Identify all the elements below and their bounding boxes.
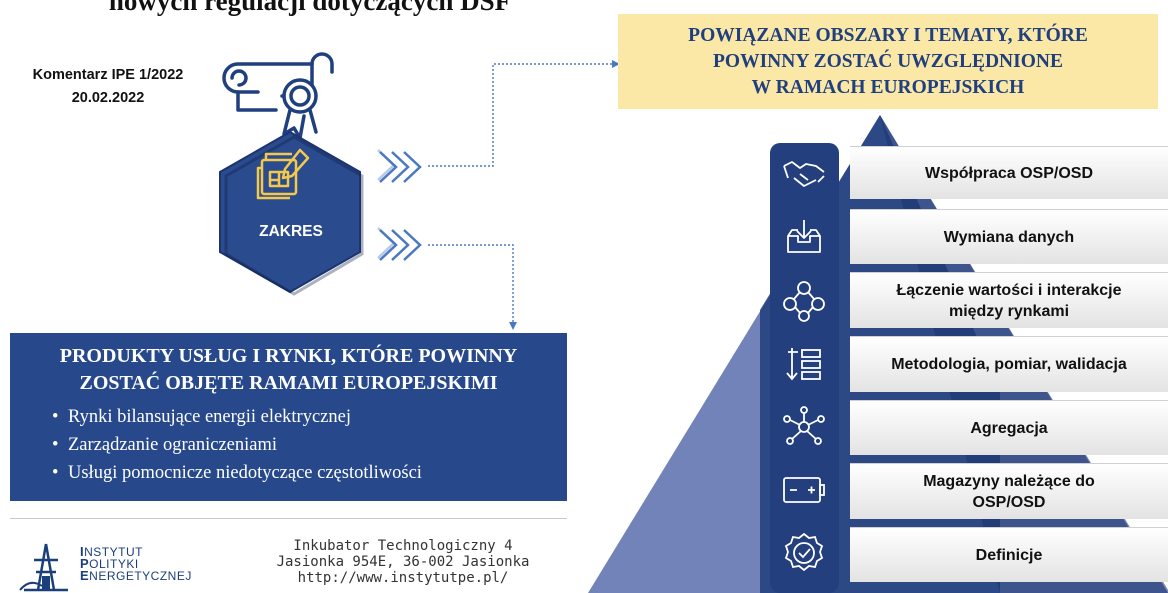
blueprint-icon (256, 148, 310, 200)
products-heading-line-1: PRODUKTY USŁUG I RYNKI, KTÓRE POWINNY (59, 345, 518, 367)
list-item: Zarządzanie ograniczeniami (52, 431, 567, 459)
check-badge-icon (779, 528, 829, 578)
scope-label: ZAKRES (259, 223, 323, 240)
scope-hexagon (219, 130, 364, 296)
page-title: nowych regulacji dotyczących DSF (108, 0, 512, 16)
row-label-aggregation: Agregacja (850, 400, 1168, 455)
address-block: Inkubator Technologiczny 4 Jasionka 954E… (268, 538, 538, 586)
inbox-download-icon (779, 212, 829, 262)
row-label-definitions: Definicje (850, 527, 1168, 582)
chevron-arrows-lower (377, 227, 422, 261)
logo-line-3: NERGETYCZNEJ (89, 569, 192, 583)
row-label-cooperation: Współpraca OSP/OSD (850, 146, 1168, 199)
products-list: Rynki bilansujące energii elektrycznej Z… (10, 403, 567, 487)
products-heading-line-2: ZOSTAĆ OBJĘTE RAMAMI EUROPEJSKIMI (79, 372, 498, 394)
certificate-scroll-icon (222, 52, 334, 140)
related-topics-line-3: W RAMACH EUROPEJSKICH (751, 76, 1025, 98)
connector-lower-arrowhead (509, 322, 517, 330)
logo-line-2: OLITYKI (89, 557, 139, 571)
products-markets-box: PRODUKTY USŁUG I RYNKI, KTÓRE POWINNY ZO… (10, 333, 567, 501)
website-link[interactable]: http://www.instytutpe.pl/ (297, 570, 509, 586)
list-item: Rynki bilansujące energii elektrycznej (52, 403, 567, 431)
list-item: Usługi pomocnicze niedotyczące częstotli… (52, 459, 567, 487)
institute-logo-icon (19, 543, 68, 592)
comment-date: 20.02.2022 (71, 90, 145, 106)
list-arrow-icon (779, 339, 829, 389)
divider (10, 518, 567, 519)
connector-lower (428, 244, 514, 322)
row-label-value-stacking: Łączenie wartości i interakcje między ry… (850, 272, 1168, 328)
related-topics-line-2: POWINNY ZOSTAĆ UWZGLĘDNIONE (713, 50, 1063, 72)
related-topics-line-1: POWIĄZANE OBSZARY I TEMATY, KTÓRE (688, 24, 1088, 46)
hub-nodes-icon (779, 402, 829, 452)
connector-upper (428, 63, 612, 167)
address-line-2: Jasionka 954E, 36-002 Jasionka (276, 554, 530, 570)
row-label-methodology: Metodologia, pomiar, walidacja (850, 336, 1168, 392)
address-line-1: Inkubator Technologiczny 4 (293, 538, 513, 554)
handshake-icon (779, 149, 829, 199)
row-label-storage: Magazyny należące do OSP/OSD (850, 463, 1168, 519)
related-topics-box: POWIĄZANE OBSZARY I TEMATY, KTÓRE POWINN… (618, 14, 1158, 109)
connector-upper-arrowhead (612, 60, 620, 68)
row-label-data-exchange: Wymiana danych (850, 209, 1168, 264)
network-people-icon (779, 275, 829, 325)
comment-number: Komentarz IPE 1/2022 (32, 67, 184, 83)
battery-icon (779, 465, 829, 515)
comment-info: Komentarz IPE 1/2022 20.02.2022 (8, 64, 208, 110)
institute-name: INSTYTUT POLITYKI ENERGETYCZNEJ (80, 544, 192, 583)
chevron-arrows-upper (377, 149, 422, 183)
logo-line-1: NSTYTUT (84, 545, 143, 559)
